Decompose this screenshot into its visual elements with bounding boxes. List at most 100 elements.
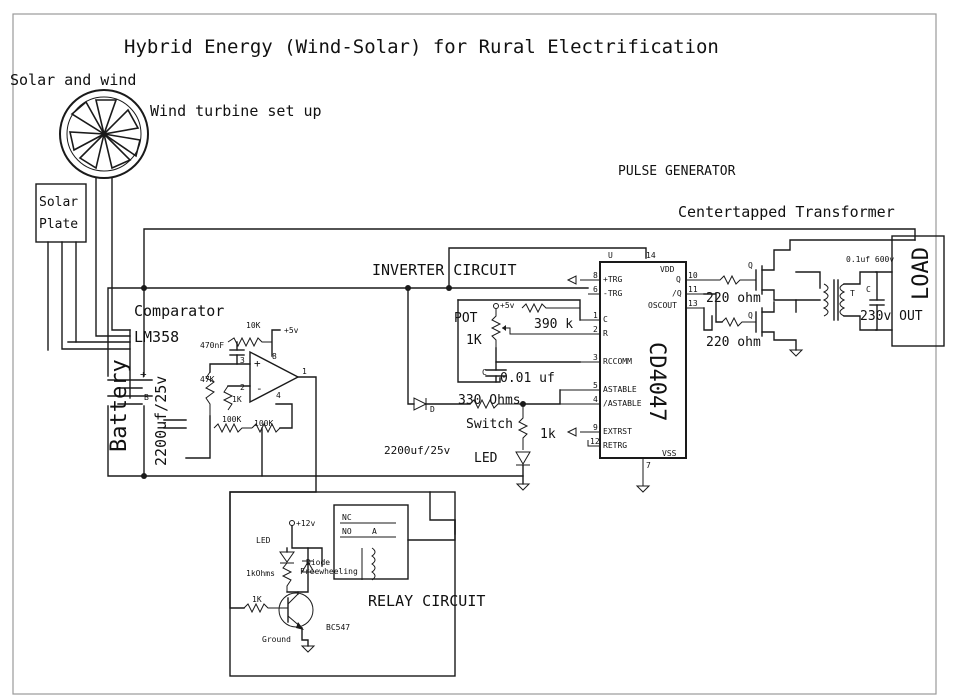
label-001uf: 0.01 uf	[500, 371, 555, 386]
ic-pinnum-3: 3	[593, 353, 598, 362]
label-load: LOAD	[909, 247, 934, 300]
label-pot: POT	[454, 311, 478, 326]
label-diode-1: Diode	[306, 558, 330, 567]
label-ground: Ground	[262, 635, 291, 644]
label-no: NO	[342, 527, 352, 536]
battery-b-label: B	[144, 393, 149, 402]
label-c-out: C	[866, 285, 871, 294]
label-wind-setup: Wind turbine set up	[150, 102, 322, 120]
label-470nf: 470nF	[200, 341, 224, 350]
label-390k: 390 k	[534, 317, 573, 332]
ic-pinnum-9: 9	[593, 423, 598, 432]
ic-u-label: U	[608, 251, 613, 260]
label-t: T	[850, 289, 855, 298]
comparator-opamp: + - 8 1 3 2 4 +5v 10K 470nF 47K 1K 100K …	[185, 321, 317, 609]
label-led: LED	[474, 451, 498, 466]
opamp-pin4: 4	[276, 391, 281, 400]
label-220ohm-b: 220 ohm	[706, 335, 761, 350]
ic-pinnum-8: 8	[593, 271, 598, 280]
ic-pin-oscout: OSCOUT	[648, 301, 677, 310]
label-1k-relay: 1K	[252, 595, 262, 604]
label-c-small: C	[482, 368, 487, 377]
ic-pinnum-13: 13	[688, 299, 698, 308]
ic-cd4047: U CD4047 +TRG -TRG C R RCCOMM ASTABLE /A…	[560, 251, 704, 493]
ic-pin-trg-plus: +TRG	[603, 275, 622, 284]
label-relay-circuit: RELAY CIRCUIT	[368, 592, 485, 610]
label-a: A	[372, 527, 377, 536]
opamp-pin8: 8	[272, 352, 277, 361]
opamp-plus: +	[254, 357, 261, 370]
ic-pinnum-11: 11	[688, 285, 698, 294]
label-q-bot: Q	[748, 311, 753, 320]
label-10k: 10K	[246, 321, 261, 330]
label-1k-led: 1k	[540, 427, 556, 442]
load-box	[891, 235, 945, 347]
label-1k-cmp: 1K	[232, 395, 242, 404]
label-cap-out: 0.1uf 600v	[846, 255, 894, 264]
ic-pin-vdd: VDD	[660, 265, 675, 274]
opamp-pin2: 2	[240, 383, 245, 392]
ic-pinnum-14: 14	[646, 251, 656, 260]
label-230v-out: 230v OUT	[860, 309, 923, 324]
relay-circuit: NC NO A +12v LED 1kOhms Diode Freewheeli…	[229, 491, 456, 677]
ic-pin-retrg: RETRG	[603, 441, 627, 450]
label-lm358: LM358	[134, 328, 179, 346]
ic-pinnum-10: 10	[688, 271, 698, 280]
label-comparator: Comparator	[134, 302, 224, 320]
output-cap	[869, 271, 885, 331]
capacitor-2200uf	[163, 419, 187, 429]
label-led-relay: LED	[256, 536, 271, 545]
label-220ohm-a: 220 ohm	[706, 291, 761, 306]
label-d: D	[430, 405, 435, 414]
ic-pin-c: C	[603, 315, 608, 324]
label-1kohms: 1kOhms	[246, 569, 275, 578]
label-plus5-pot: +5v	[500, 301, 515, 310]
opamp-minus: -	[256, 382, 263, 395]
label-2200uf-main: 2200uf/25v	[152, 376, 170, 466]
label-q-top: Q	[748, 261, 753, 270]
transistor-bc547	[278, 592, 314, 628]
ic-name: CD4047	[644, 342, 669, 421]
ic-pin-r: R	[603, 329, 608, 338]
label-pulse-generator: PULSE GENERATOR	[618, 164, 736, 179]
ic-pinnum-5: 5	[593, 381, 598, 390]
timing-network	[457, 299, 581, 383]
label-1k-pot: 1K	[466, 333, 482, 348]
label-inverter-circuit: INVERTER CIRCUIT	[372, 261, 517, 279]
label-switch: Switch	[466, 417, 513, 432]
relay-box	[333, 504, 409, 580]
label-centertapped-transformer: Centertapped Transformer	[678, 203, 895, 221]
ic-pinnum-6: 6	[593, 285, 598, 294]
label-solar-wind: Solar and wind	[10, 71, 136, 89]
ic-pinnum-2: 2	[593, 325, 598, 334]
ic-pin-trg-minus: -TRG	[603, 289, 622, 298]
solar-plate-box	[35, 183, 87, 243]
label-diode-2: Freewheeling	[300, 567, 358, 576]
label-nc: NC	[342, 513, 352, 522]
opamp-pin3: 3	[240, 356, 245, 365]
label-47k: 47K	[200, 375, 215, 384]
opamp-pin1: 1	[302, 367, 307, 376]
ic-pin-astable: ASTABLE	[603, 385, 637, 394]
label-100k-a: 100K	[222, 415, 241, 424]
ic-pinnum-7: 7	[646, 461, 651, 470]
ic-pinnum-1: 1	[593, 311, 598, 320]
ic-pin-rccomm: RCCOMM	[603, 357, 632, 366]
ic-pin-q: Q	[676, 275, 681, 284]
diagram-title: Hybrid Energy (Wind-Solar) for Rural Ele…	[124, 36, 719, 58]
label-plus5-cmp: +5v	[284, 326, 299, 335]
ic-pinnum-4: 4	[593, 395, 598, 404]
ic-pin-nastable: /ASTABLE	[603, 399, 642, 408]
ic-pin-vss: VSS	[662, 449, 677, 458]
ic-pin-extrst: EXTRST	[603, 427, 632, 436]
led-switch-network	[407, 287, 561, 491]
mosfet-stage	[703, 239, 916, 357]
ic-pinnum-12: 12	[590, 437, 600, 446]
wind-turbine-icon	[59, 89, 149, 179]
label-2200uf-led: 2200uf/25v	[384, 444, 451, 457]
solar-wind-wires	[47, 177, 131, 399]
diagram-border	[12, 13, 937, 695]
label-solar: Solar	[39, 195, 78, 210]
label-battery: Battery	[107, 359, 132, 452]
